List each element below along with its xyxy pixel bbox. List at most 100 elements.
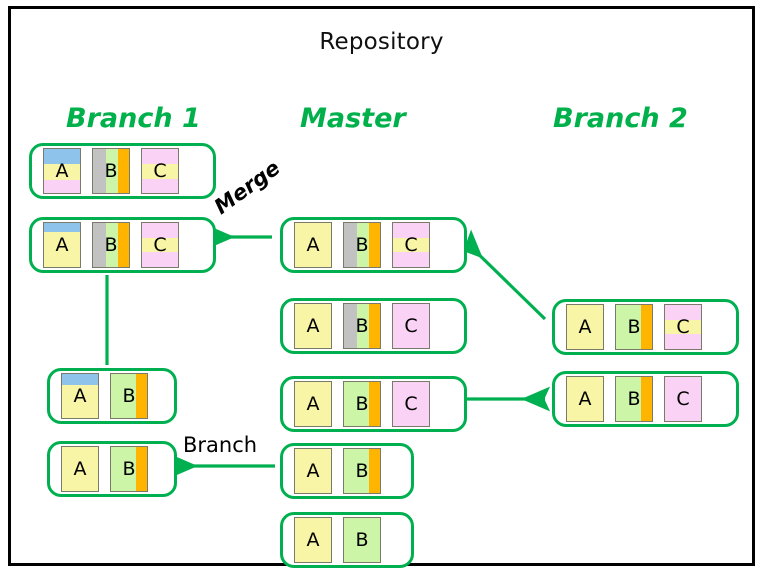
commit-m-c3[interactable]: A B C xyxy=(280,376,467,432)
file-letter: A xyxy=(73,384,87,407)
file-color-bands xyxy=(295,518,331,562)
file-letter: A xyxy=(306,528,320,551)
file-letter: C xyxy=(676,387,690,410)
file-color-bands xyxy=(295,382,331,426)
file-card-c: C xyxy=(392,303,430,349)
file-color-bands xyxy=(344,304,380,348)
file-card-b: B xyxy=(92,222,130,268)
file-card-b: B xyxy=(110,446,148,492)
file-letter: B xyxy=(355,314,369,337)
file-letter: B xyxy=(627,315,641,338)
column-header-master: Master xyxy=(300,103,406,134)
file-card-a: A xyxy=(294,381,332,427)
file-letter: B xyxy=(104,233,118,256)
file-color-bands xyxy=(567,305,603,349)
file-card-a: A xyxy=(566,376,604,422)
file-card-c: C xyxy=(664,376,702,422)
file-letter: A xyxy=(306,314,320,337)
repository-frame: Repository Branch 1 Master Branch 2 Merg… xyxy=(8,6,755,568)
file-letter: A xyxy=(306,459,320,482)
page-title: Repository xyxy=(319,29,444,55)
file-card-b: B xyxy=(343,303,381,349)
file-color-bands xyxy=(567,377,603,421)
file-color-bands xyxy=(295,304,331,348)
file-card-b: B xyxy=(343,222,381,268)
file-color-bands xyxy=(393,382,429,426)
file-letter: B xyxy=(122,384,136,407)
file-card-b: B xyxy=(343,517,381,563)
file-color-bands xyxy=(616,305,652,349)
file-card-c: C xyxy=(664,304,702,350)
file-card-c: C xyxy=(141,222,179,268)
file-color-bands xyxy=(295,449,331,493)
column-header-branch-2: Branch 2 xyxy=(553,103,688,134)
commit-m-c1[interactable]: A B C xyxy=(280,217,467,273)
file-letter: A xyxy=(578,315,592,338)
file-color-bands xyxy=(93,149,129,193)
commit-b1-c2[interactable]: A B C xyxy=(29,217,216,273)
file-card-a: A xyxy=(43,222,81,268)
file-letter: B xyxy=(355,528,369,551)
column-header-branch-1: Branch 1 xyxy=(66,103,201,134)
merge-edge-label: Merge xyxy=(209,155,285,219)
file-color-bands xyxy=(344,382,380,426)
commit-b2-c2[interactable]: A B C xyxy=(552,371,739,427)
file-letter: A xyxy=(306,233,320,256)
file-card-b: B xyxy=(110,373,148,419)
file-color-bands xyxy=(344,518,380,562)
file-letter: B xyxy=(355,233,369,256)
file-card-a: A xyxy=(294,517,332,563)
file-color-bands xyxy=(295,223,331,267)
file-color-bands xyxy=(142,149,178,193)
file-letter: B xyxy=(104,159,118,182)
file-letter: C xyxy=(404,314,418,337)
file-letter: C xyxy=(676,315,690,338)
file-color-bands xyxy=(344,449,380,493)
file-letter: C xyxy=(404,233,418,256)
file-color-bands xyxy=(111,374,147,418)
file-letter: B xyxy=(355,392,369,415)
file-letter: A xyxy=(55,233,69,256)
file-card-b: B xyxy=(615,376,653,422)
file-letter: B xyxy=(355,459,369,482)
file-color-bands xyxy=(142,223,178,267)
file-color-bands xyxy=(665,377,701,421)
file-letter: A xyxy=(55,159,69,182)
commit-b2-c1[interactable]: A B C xyxy=(552,299,739,355)
file-card-c: C xyxy=(392,381,430,427)
file-card-a: A xyxy=(294,448,332,494)
file-card-a: A xyxy=(566,304,604,350)
file-card-b: B xyxy=(615,304,653,350)
file-color-bands xyxy=(44,149,80,193)
file-card-c: C xyxy=(141,148,179,194)
file-letter: A xyxy=(73,457,87,480)
file-card-b: B xyxy=(343,381,381,427)
commit-m-c2[interactable]: A B C xyxy=(280,298,467,354)
branch2-to-master-arrow xyxy=(453,229,547,321)
file-card-a: A xyxy=(43,148,81,194)
file-letter: B xyxy=(627,387,641,410)
file-card-b: B xyxy=(343,448,381,494)
file-letter: A xyxy=(578,387,592,410)
file-color-bands xyxy=(393,304,429,348)
file-letter: A xyxy=(306,392,320,415)
file-letter: B xyxy=(122,457,136,480)
file-letter: C xyxy=(153,233,167,256)
file-color-bands xyxy=(111,447,147,491)
file-color-bands xyxy=(62,447,98,491)
file-color-bands xyxy=(616,377,652,421)
file-card-c: C xyxy=(392,222,430,268)
file-color-bands xyxy=(44,223,80,267)
file-card-a: A xyxy=(294,222,332,268)
file-color-bands xyxy=(665,305,701,349)
file-card-a: A xyxy=(294,303,332,349)
file-card-a: A xyxy=(61,373,99,419)
file-card-a: A xyxy=(61,446,99,492)
file-color-bands xyxy=(62,374,98,418)
file-letter: C xyxy=(404,392,418,415)
